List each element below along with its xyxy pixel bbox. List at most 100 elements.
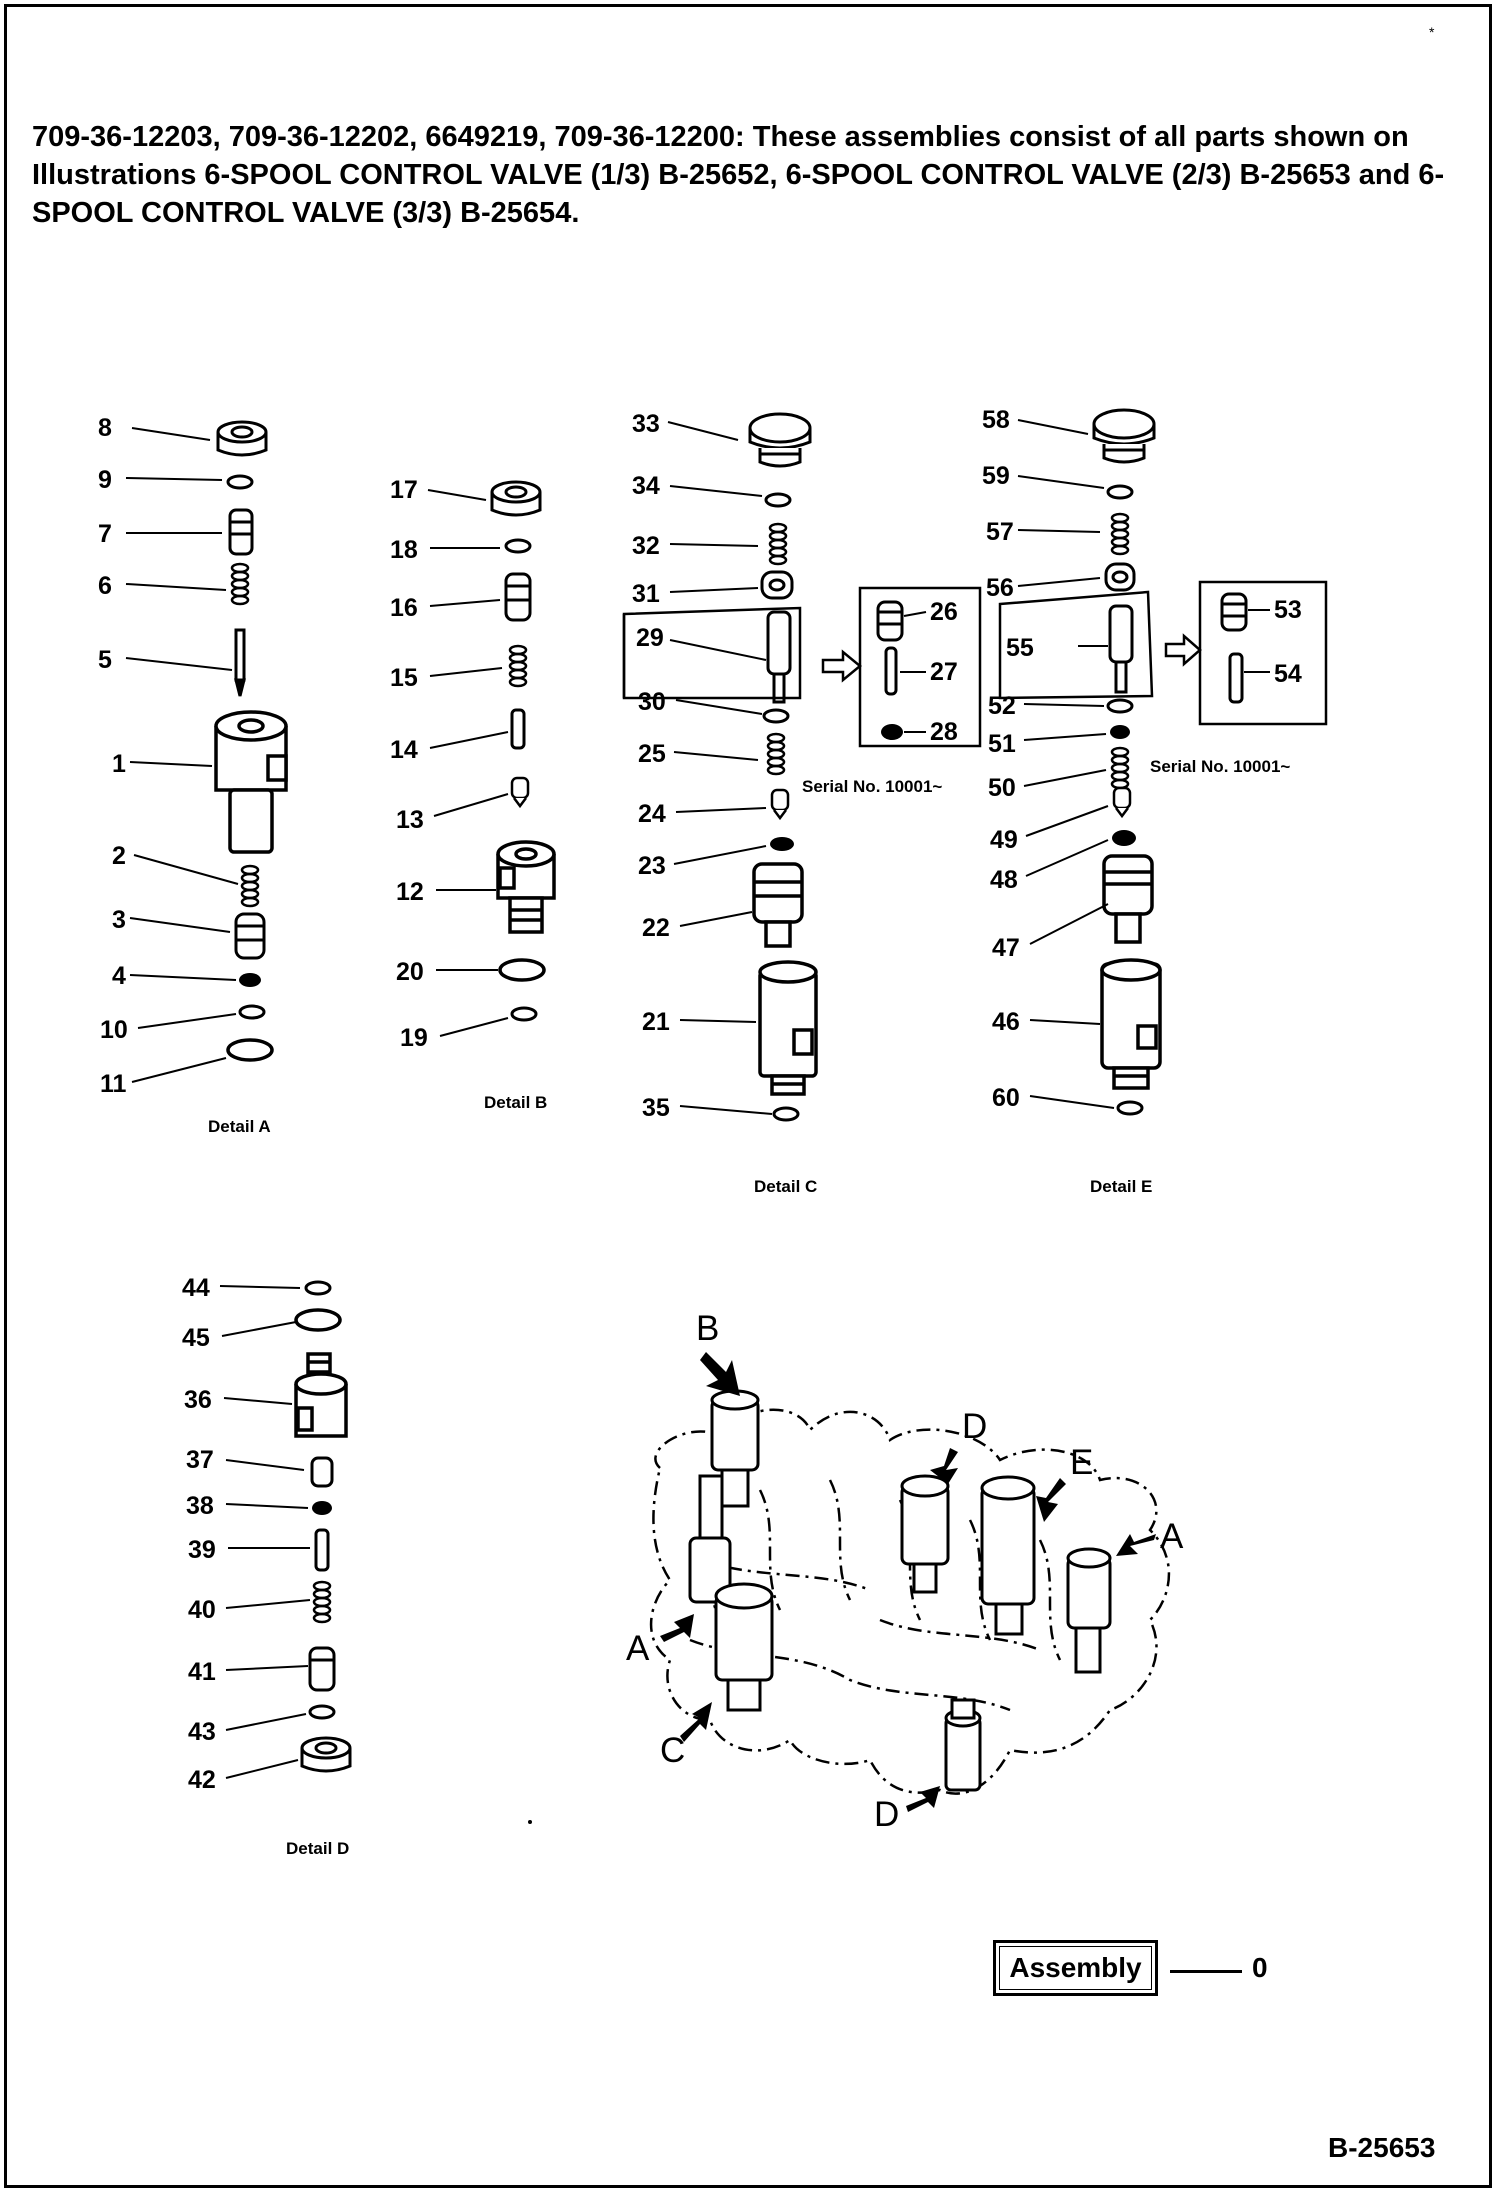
callout-54: 54: [1274, 660, 1302, 688]
detail-a-parts: [214, 420, 288, 1062]
detail-d-callouts: 44 45 36 37 38 39 40 41 43 42: [182, 1274, 216, 1794]
overview-pointer-arrows: [660, 1352, 1156, 1812]
callout-18: 18: [390, 536, 418, 564]
callout-5: 5: [98, 646, 112, 674]
callout-12: 12: [396, 878, 424, 906]
callout-60: 60: [992, 1084, 1020, 1112]
callout-4: 4: [112, 962, 126, 990]
assembly-leader-line: [1170, 1970, 1242, 1973]
callout-47: 47: [992, 934, 1020, 962]
callout-9: 9: [98, 466, 112, 494]
callout-30: 30: [638, 688, 666, 716]
callout-42: 42: [188, 1766, 216, 1794]
callout-36: 36: [184, 1386, 212, 1414]
detail-b-parts: [490, 480, 556, 1022]
callout-38: 38: [186, 1492, 214, 1520]
callout-3: 3: [112, 906, 126, 934]
callout-11: 11: [100, 1070, 127, 1098]
callout-28: 28: [930, 718, 958, 746]
callout-22: 22: [642, 914, 670, 942]
detail-e-leaders: [1017, 419, 1270, 1109]
pointer-b: B: [696, 1309, 719, 1348]
detail-c-callouts: 33 34 32 31 29 30 25 24 23 22 21 35 26 2…: [632, 410, 958, 1122]
callout-50: 50: [988, 774, 1016, 802]
callout-49: 49: [990, 826, 1018, 854]
callout-19: 19: [400, 1024, 428, 1052]
callout-44: 44: [182, 1274, 210, 1302]
callout-40: 40: [188, 1596, 216, 1624]
detail-a-leaders: [125, 427, 239, 1083]
callout-31: 31: [632, 580, 660, 608]
callout-53: 53: [1274, 596, 1302, 624]
callout-37: 37: [186, 1446, 214, 1474]
callout-13: 13: [396, 806, 424, 834]
detail-a-title: Detail A: [208, 1117, 271, 1136]
assembly-label: Assembly: [1009, 1952, 1142, 1983]
callout-26: 26: [930, 598, 958, 626]
callout-45: 45: [182, 1324, 210, 1352]
detail-e-inset: [1164, 580, 1328, 726]
callout-8: 8: [98, 414, 112, 442]
detail-c-inset: [821, 586, 982, 748]
assembly-box: Assembly: [993, 1940, 1158, 1996]
callout-24: 24: [638, 800, 666, 828]
detail-d-leaders: [219, 1285, 311, 1779]
valve-components: [688, 1389, 1112, 1792]
callout-52: 52: [988, 692, 1016, 720]
figure-reference: B-25653: [1328, 2132, 1436, 2163]
corner-mark: *: [1429, 24, 1435, 40]
pointer-d-lower: D: [874, 1795, 899, 1834]
callout-15: 15: [390, 664, 418, 692]
assembly-callout-value: 0: [1252, 1952, 1268, 1983]
pointer-d-upper: D: [962, 1407, 987, 1446]
callout-17: 17: [390, 476, 418, 504]
callout-1: 1: [112, 750, 126, 778]
callout-23: 23: [638, 852, 666, 880]
callout-16: 16: [390, 594, 418, 622]
callout-51: 51: [988, 730, 1016, 758]
stray-dot: [528, 1820, 532, 1824]
callout-59: 59: [982, 462, 1010, 490]
callout-46: 46: [992, 1008, 1020, 1036]
callout-7: 7: [98, 520, 112, 548]
callout-10: 10: [100, 1016, 128, 1044]
callout-29: 29: [636, 624, 664, 652]
callout-27: 27: [930, 658, 958, 686]
detail-c-parts: [748, 412, 818, 1122]
detail-e-callouts: 58 59 57 56 55 52 51 50 49 48 47 46 60 5…: [982, 406, 1302, 1112]
callout-25: 25: [638, 740, 666, 768]
pointer-e: E: [1070, 1443, 1093, 1482]
detail-c-serial: Serial No. 10001~: [802, 777, 942, 796]
callout-33: 33: [632, 410, 660, 438]
detail-e-inset-frame: [998, 590, 1154, 700]
callout-20: 20: [396, 958, 424, 986]
overview-pointer-labels: B D E A A C D: [626, 1309, 1184, 1834]
callout-34: 34: [632, 472, 660, 500]
detail-b-leaders: [427, 489, 509, 1037]
detail-e-title: Detail E: [1090, 1177, 1152, 1196]
callout-35: 35: [642, 1094, 670, 1122]
detail-e-serial: Serial No. 10001~: [1150, 757, 1290, 776]
detail-a-callouts: 8 9 7 6 5 1 2 3 4 10 11: [98, 414, 128, 1098]
page-frame: [4, 4, 1492, 2188]
detail-d-parts: [294, 1280, 352, 1773]
callout-2: 2: [112, 842, 126, 870]
callout-14: 14: [390, 736, 418, 764]
detail-d-title: Detail D: [286, 1839, 349, 1858]
callout-56: 56: [986, 574, 1014, 602]
detail-b-callouts: 17 18 16 15 14 13 12 20 19: [390, 476, 428, 1052]
detail-b-title: Detail B: [484, 1093, 547, 1112]
detail-c-title: Detail C: [754, 1177, 817, 1196]
pointer-a-right: A: [1160, 1517, 1184, 1556]
detail-e-parts: [1092, 408, 1162, 1116]
callout-41: 41: [188, 1658, 216, 1686]
callout-58: 58: [982, 406, 1010, 434]
callout-39: 39: [188, 1536, 216, 1564]
callout-57: 57: [986, 518, 1014, 546]
callout-43: 43: [188, 1718, 216, 1746]
assembly-description: 709-36-12203, 709-36-12202, 6649219, 709…: [32, 121, 1445, 229]
callout-48: 48: [990, 866, 1018, 894]
pointer-a-left: A: [626, 1629, 650, 1668]
callout-21: 21: [642, 1008, 670, 1036]
